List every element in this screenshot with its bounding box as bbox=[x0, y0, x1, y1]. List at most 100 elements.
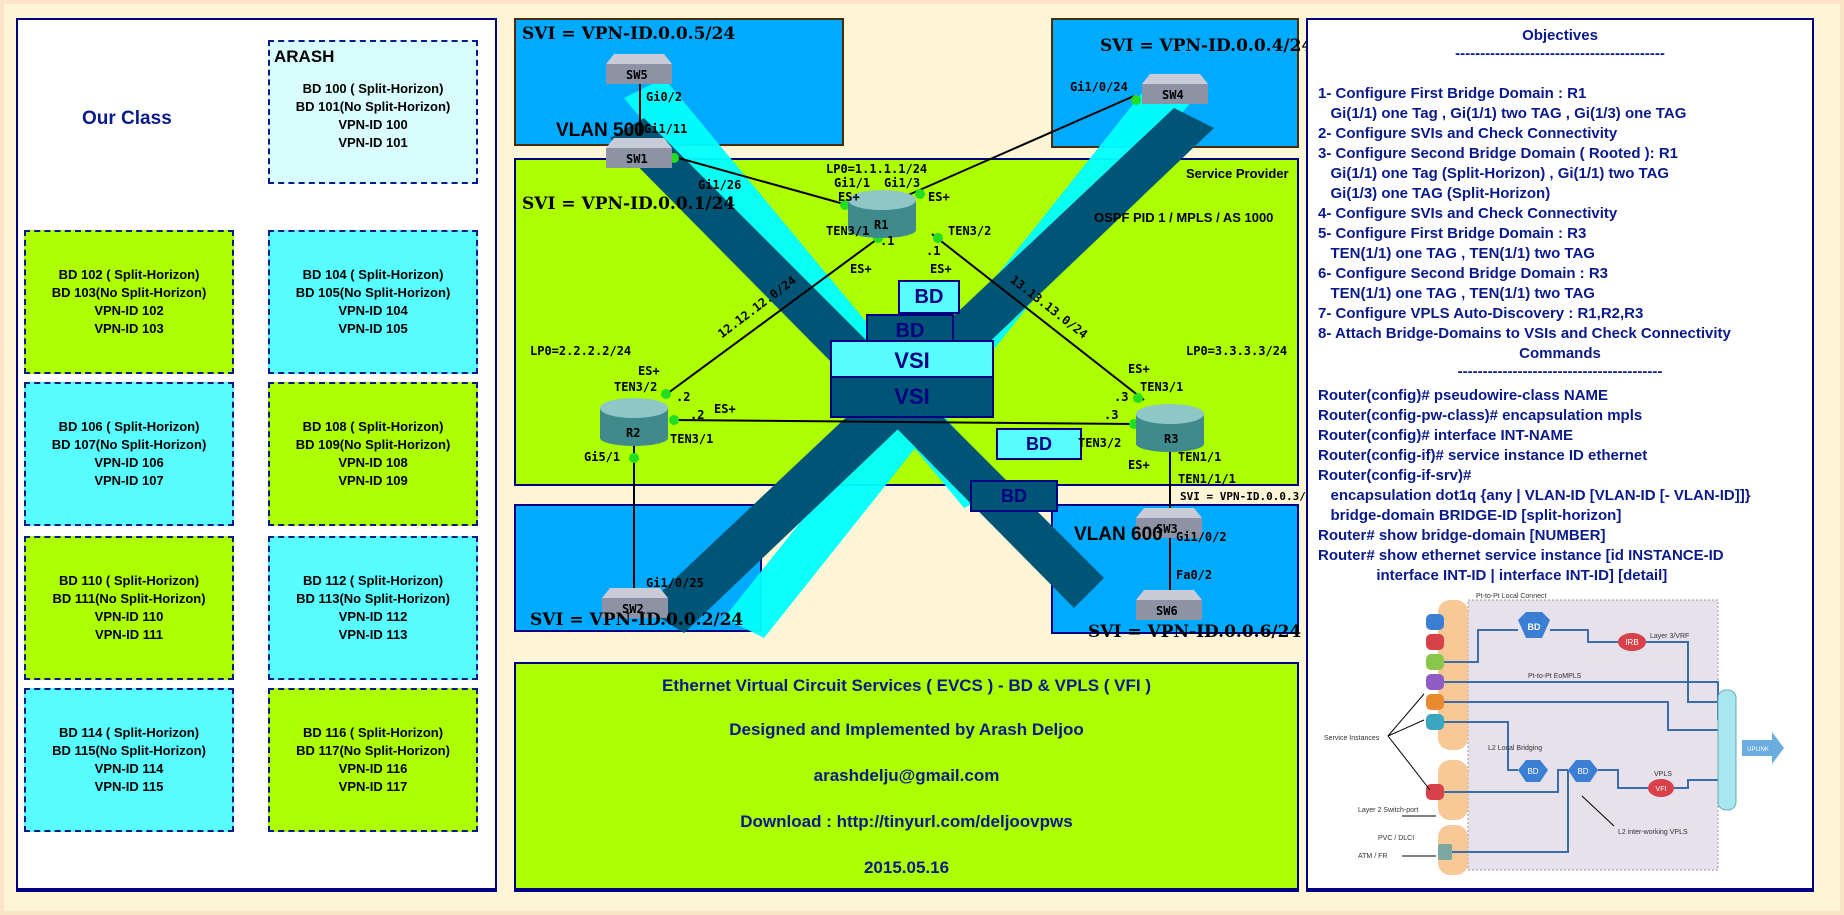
service-provider-label: Service Provider bbox=[1186, 166, 1289, 181]
if-r2-ten32: TEN3/2 bbox=[614, 380, 658, 394]
vlan-600-label: VLAN 600 bbox=[1074, 524, 1163, 545]
bd-line: BD 114 ( Split-Horizon) bbox=[58, 725, 200, 740]
if-r3-ten32: TEN3/2 bbox=[1078, 436, 1122, 450]
es-plus-r3-ten31: ES+ bbox=[1128, 362, 1150, 376]
class-panel: Our Class ARASH BD 100 ( Split-Horizon) … bbox=[16, 18, 497, 892]
bd-line: BD 117(No Split-Horizon) bbox=[296, 743, 450, 758]
bd-hex-icon-local: BD bbox=[1518, 760, 1548, 782]
label-vpls: VPLS bbox=[1654, 771, 1672, 778]
bd-line: BD 112 ( Split-Horizon) bbox=[302, 573, 444, 588]
es-plus-r1-gi13: ES+ bbox=[928, 190, 950, 204]
bd-box: BD 112 ( Split-Horizon)BD 113(No Split-H… bbox=[268, 536, 478, 680]
if-sw4-gi: Gi1/0/24 bbox=[1070, 80, 1128, 94]
vpn-line: VPN-ID 103 bbox=[94, 321, 164, 336]
device-sw5: SW5 bbox=[626, 68, 648, 82]
svi-label-sw6: SVI = VPN-ID.0.0.6/24 bbox=[1088, 622, 1302, 642]
topology-diagram: BD BD VSI VSI BD BD SVI = VPN-ID.0.0.5/2… bbox=[514, 18, 1319, 650]
loopback-r1: LP0=1.1.1.1/24 bbox=[826, 162, 928, 176]
switch-sw4-icon bbox=[1142, 74, 1208, 104]
es-plus-r2-ten31: ES+ bbox=[714, 402, 736, 416]
label-l2-interworking: L2 inter-working VPLS bbox=[1618, 829, 1688, 836]
svi-label-sw4: SVI = VPN-ID.0.0.4/24 bbox=[1100, 36, 1314, 56]
link-r1-r3 bbox=[931, 233, 1145, 401]
if-r2-ten31: TEN3/1 bbox=[670, 432, 714, 446]
loopback-r3: LP0=3.3.3.3/24 bbox=[1186, 344, 1288, 358]
svg-text:IRB: IRB bbox=[1625, 638, 1638, 647]
vpn-line: VPN-ID 107 bbox=[94, 473, 164, 488]
es-plus-r2-ten32: ES+ bbox=[638, 364, 660, 378]
bd-line: BD 106 ( Split-Horizon) bbox=[58, 419, 200, 434]
vpn-line: VPN-ID 113 bbox=[338, 627, 408, 642]
svg-text:UPLINK: UPLINK bbox=[1747, 747, 1769, 753]
bd-box: BD 116 ( Split-Horizon)BD 117(No Split-H… bbox=[268, 688, 478, 832]
vpn-line: VPN-ID 104 bbox=[338, 303, 408, 318]
vpn-line: VPN-ID 117 bbox=[338, 779, 408, 794]
if-sw2-gi: Gi1/0/25 bbox=[646, 576, 704, 590]
bd-box-right-light: BD bbox=[996, 428, 1082, 460]
bd-line: BD 102 ( Split-Horizon) bbox=[58, 267, 200, 282]
command-line: Router(config-pw-class)# encapsulation m… bbox=[1318, 407, 1643, 424]
vpn-line: VPN-ID 108 bbox=[338, 455, 408, 470]
if-r1-gi11: Gi1/1 bbox=[834, 176, 871, 190]
host-r3-b: .3 bbox=[1104, 408, 1119, 422]
svi-label-sw3: SVI = VPN-ID.0.0.3/24 bbox=[1180, 490, 1320, 503]
svi-label-sw5: SVI = VPN-ID.0.0.5/24 bbox=[522, 24, 736, 44]
objective-item: Gi(1/3) one TAG (Split-Horizon) bbox=[1318, 185, 1551, 202]
es-plus-r3-ten11: ES+ bbox=[1128, 458, 1150, 472]
bd-box: BD 104 ( Split-Horizon)BD 105(No Split-H… bbox=[268, 230, 478, 374]
irb-icon: IRB bbox=[1618, 633, 1646, 651]
port-dot bbox=[661, 389, 671, 399]
instance-stack-top bbox=[1438, 600, 1468, 750]
link-r1-r2 bbox=[663, 233, 885, 397]
if-r1-ten31: TEN3/1 bbox=[826, 224, 870, 238]
port-dot bbox=[840, 200, 850, 210]
vlan-500-label: VLAN 500 bbox=[556, 120, 645, 141]
svg-text:VFI: VFI bbox=[1656, 786, 1667, 793]
vfi-icon: VFI bbox=[1648, 779, 1674, 797]
device-r1: R1 bbox=[874, 218, 889, 232]
vpn-line: VPN-ID 110 bbox=[94, 609, 164, 624]
command-line: Router(config-if)# service instance ID e… bbox=[1318, 447, 1648, 464]
if-sw5-gi02: Gi0/2 bbox=[646, 90, 683, 104]
router-r2-icon bbox=[600, 398, 668, 446]
host-r3-a: .3 bbox=[1114, 390, 1129, 404]
bd-line: BD 103(No Split-Horizon) bbox=[51, 285, 207, 300]
if-r3-ten11: TEN1/1 bbox=[1178, 450, 1222, 464]
if-r2-gi51: Gi5/1 bbox=[584, 450, 621, 464]
objective-item: 8- Attach Bridge-Domains to VSIs and Che… bbox=[1318, 325, 1731, 342]
label-layer3: Layer 3/VRF bbox=[1650, 633, 1689, 640]
arash-bd-box: ARASH BD 100 ( Split-Horizon) BD 101(No … bbox=[268, 40, 478, 184]
bd-box: BD 114 ( Split-Horizon)BD 115(No Split-H… bbox=[24, 688, 234, 832]
vpn-line: VPN-ID 102 bbox=[94, 303, 164, 318]
device-sw6: SW6 bbox=[1156, 604, 1178, 618]
objective-item: Gi(1/1) one Tag , Gi(1/1) two TAG , Gi(1… bbox=[1318, 105, 1687, 122]
bd-box-right-dark: BD bbox=[970, 480, 1058, 512]
info-download-link[interactable]: Download : http://tinyurl.com/deljoovpws bbox=[740, 812, 1073, 831]
bd-line: BD 110 ( Split-Horizon) bbox=[58, 573, 200, 588]
host-r1-a: .1 bbox=[880, 234, 895, 248]
label-local-connect: Pt-to-Pt Local Connect bbox=[1476, 593, 1546, 600]
device-sw1: SW1 bbox=[626, 152, 648, 166]
command-line: Router# show ethernet service instance [… bbox=[1318, 547, 1724, 564]
loopback-r2: LP0=2.2.2.2/24 bbox=[530, 344, 632, 358]
bd-line: BD 105(No Split-Horizon) bbox=[295, 285, 451, 300]
objectives-separator: ----------------------------------------… bbox=[1455, 45, 1665, 62]
command-line: encapsulation dot1q {any | VLAN-ID [VLAN… bbox=[1318, 487, 1751, 504]
bd-hex-icon-vpls: BD bbox=[1568, 760, 1598, 782]
if-r1-gi13: Gi1/3 bbox=[884, 176, 921, 190]
port-dot bbox=[629, 453, 639, 463]
bd-line: BD 109(No Split-Horizon) bbox=[295, 437, 451, 452]
bd-line: BD 108 ( Split-Horizon) bbox=[302, 419, 444, 434]
vpn-line: VPN-ID 109 bbox=[338, 473, 408, 488]
bd-line: BD 100 ( Split-Horizon) bbox=[302, 81, 444, 96]
bd-box-top: BD bbox=[898, 280, 960, 314]
port-dot bbox=[669, 415, 679, 425]
figure-bg bbox=[1467, 599, 1719, 871]
commands-separator: ----------------------------------------… bbox=[1457, 363, 1663, 380]
objective-item: 1- Configure First Bridge Domain : R1 bbox=[1318, 85, 1587, 102]
bd-hex-icon-top: BD bbox=[1518, 612, 1550, 638]
vpn-line: VPN-ID 101 bbox=[338, 135, 408, 150]
device-r3: R3 bbox=[1164, 432, 1179, 446]
command-line: interface INT-ID | interface INT-ID] [de… bbox=[1318, 567, 1668, 584]
vpn-line: VPN-ID 112 bbox=[338, 609, 408, 624]
